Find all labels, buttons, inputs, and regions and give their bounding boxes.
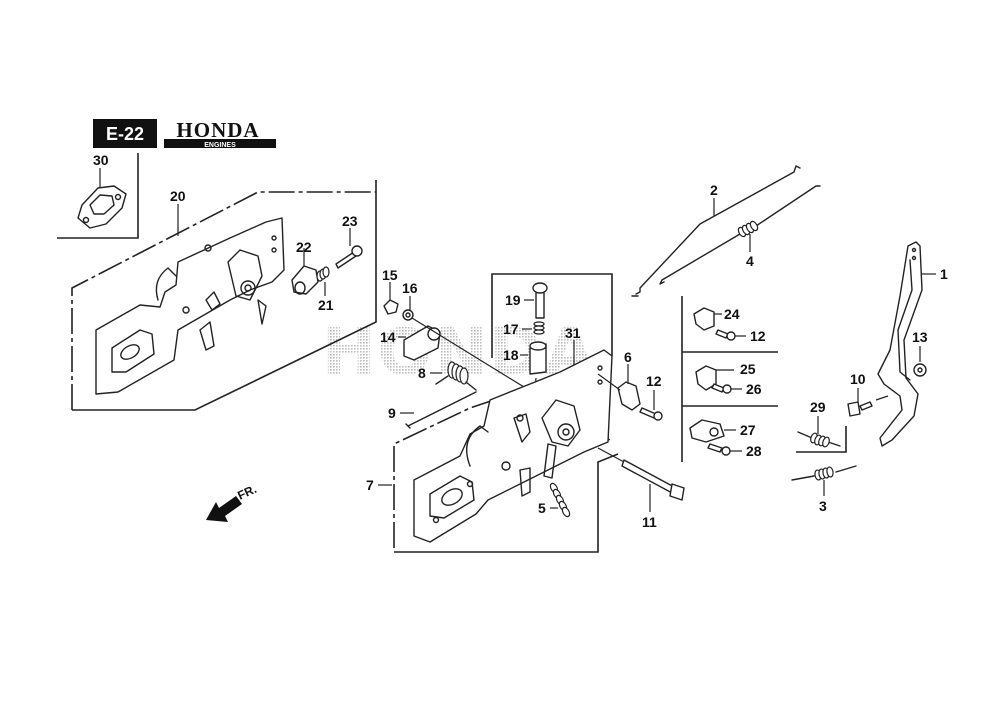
parts-14-15-16-8-9: [383, 282, 611, 441]
callout-3: 3: [819, 498, 827, 514]
callout-10: 10: [850, 371, 866, 387]
part-1-lever: [877, 241, 936, 447]
parts-10-13: [847, 346, 927, 417]
callout-18: 18: [503, 347, 519, 363]
parts-17-18-19-31-frame: [491, 273, 613, 431]
honda-engines-logo: HONDA ENGINES: [164, 118, 276, 149]
section-badge: E-22: [93, 119, 157, 148]
callout-25: 25: [740, 361, 756, 377]
callout-4: 4: [746, 253, 754, 269]
callout-1: 1: [940, 266, 948, 282]
callout-11: 11: [642, 514, 657, 530]
callout-24: 24: [724, 306, 740, 322]
callout-7: 7: [366, 477, 374, 493]
callout-17: 17: [503, 321, 519, 337]
callout-19: 19: [505, 292, 521, 308]
part-5-spring: [549, 482, 571, 518]
arrow-icon: [206, 496, 242, 522]
callout-8: 8: [418, 365, 426, 381]
callout-31: 31: [565, 325, 581, 341]
clip-parts-panel: [681, 296, 778, 462]
section-code: E-22: [106, 124, 144, 144]
callout-2: 2: [710, 182, 718, 198]
callout-14: 14: [380, 329, 396, 345]
parts-3-29-springs: [791, 416, 857, 496]
front-label: FR.: [235, 482, 258, 503]
callout-labels: 30 20 23 22 21 15 16 14 8 9 19 17 18 31 …: [93, 152, 948, 530]
callout-12-lower: 12: [646, 373, 662, 389]
part-7-assembly: [378, 349, 619, 553]
callout-26: 26: [746, 381, 762, 397]
callout-20: 20: [170, 188, 186, 204]
callout-21: 21: [318, 297, 334, 313]
callout-29: 29: [810, 399, 826, 415]
callout-28: 28: [746, 443, 762, 459]
callout-12-upper: 12: [750, 328, 766, 344]
callout-30: 30: [93, 152, 109, 168]
parts-2-4-rods: [631, 165, 821, 297]
callout-22: 22: [296, 239, 312, 255]
front-direction-arrow: FR.: [206, 482, 259, 522]
brand-logo-text: HONDA: [176, 118, 259, 142]
brand-sub-text: ENGINES: [204, 142, 236, 149]
part-6-12: [597, 364, 663, 421]
callout-6: 6: [624, 349, 632, 365]
callout-9: 9: [388, 405, 396, 421]
callout-13: 13: [912, 329, 928, 345]
callout-15: 15: [382, 267, 398, 283]
callout-16: 16: [402, 280, 418, 296]
callout-5: 5: [538, 500, 546, 516]
part-11-bolt: [597, 447, 685, 512]
callout-23: 23: [342, 213, 358, 229]
part-20-assembly: [71, 180, 377, 411]
callout-27: 27: [740, 422, 756, 438]
parts-21-22-23: [291, 228, 363, 296]
part-30-gasket: [57, 153, 139, 239]
